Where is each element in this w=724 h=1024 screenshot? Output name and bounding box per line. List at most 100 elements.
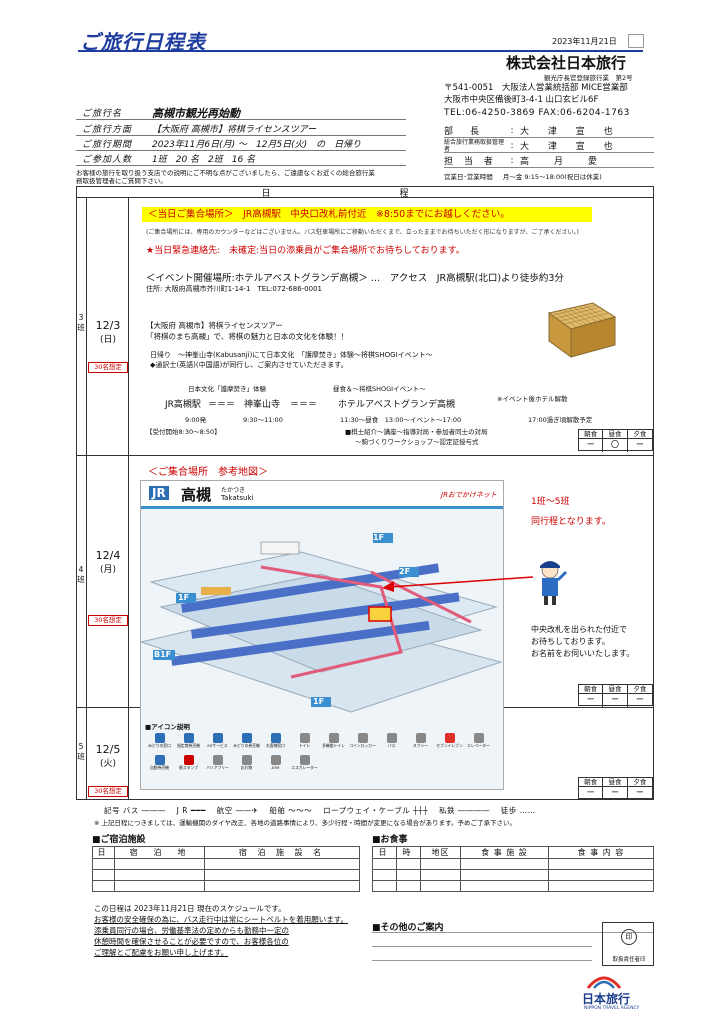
- meal-label: 朝食: [579, 778, 604, 787]
- footer-line: ご理解とご配慮をお願い申し上げます。: [94, 948, 229, 957]
- route-time: 11:30～昼食 13:00～イベント～17:00: [340, 416, 462, 424]
- map-legend-icon: [154, 755, 165, 765]
- rule-line: [372, 932, 654, 933]
- route-stop: 神峯山寺: [244, 400, 281, 410]
- map-legend-icon: [299, 755, 310, 765]
- tour-info-label: ご参加人数: [82, 155, 133, 165]
- table-row: [372, 858, 654, 870]
- staff-value: 大 津 宣 也: [520, 142, 621, 152]
- map-icon-item: 多機能トイレ: [319, 733, 348, 753]
- company-logo-text: 日本旅行: [582, 992, 631, 1006]
- meal-value: ー: [635, 695, 644, 704]
- map-icon-item: タクシー: [406, 733, 435, 753]
- map-legend-icon: [241, 733, 252, 743]
- icon-legend-title: ■アイコン説明: [145, 723, 190, 731]
- day-weekday: (日): [99, 335, 117, 345]
- map-legend-icon: [183, 733, 194, 743]
- tel-fax: TEL:06-4250-3869 FAX:06-6204-1763: [444, 108, 630, 118]
- map-icon-item: EXサービス: [203, 733, 232, 753]
- staff-label: 部 長: [444, 127, 484, 137]
- tour-desc: 日帰り ～神峯山寺(Kabusanji)にて日本文化 「護摩焚き」体験～将棋SH…: [150, 351, 433, 359]
- meal-value: ー: [579, 787, 604, 800]
- station-map: JR 高槻 たかつき Takatsuki JRおでかけネット 1F 2F 1F …: [140, 480, 504, 790]
- nights-badge: 30名想定: [88, 786, 128, 797]
- table-header-row: 日 宿 泊 地 宿 泊 施 設 名: [92, 846, 360, 859]
- map-icon-label: EXサービス: [207, 743, 228, 748]
- map-legend-icon: [386, 733, 397, 743]
- tour-info-value: 【大阪府 高槻市】将棋ライセンスツアー: [152, 125, 317, 135]
- pointer-arrow: [382, 576, 534, 592]
- map-brand: JRおでかけネット: [441, 491, 497, 499]
- wait-note: お名前をお伺いいたします。: [531, 649, 635, 658]
- map-icon-item: ATM: [261, 755, 290, 775]
- map-icon-item: セブンイレブン: [435, 733, 464, 753]
- map-icon-item: エレベーター: [464, 733, 493, 753]
- route-stop: JR高槻駅: [165, 400, 201, 410]
- table-header: 日: [372, 846, 397, 859]
- group-note: 同行程となります。: [531, 517, 611, 527]
- tour-info-row: ご旅行方面 【大阪府 高槻市】将棋ライセンスツアー: [76, 122, 406, 136]
- stamp-box: 印 取扱責任者印: [602, 922, 654, 966]
- staff-colon: :: [510, 125, 514, 136]
- company-logo-icon: [586, 976, 622, 989]
- schedule-header: 日 程: [76, 186, 654, 199]
- table-header: 地区: [420, 846, 461, 859]
- staff-value: 大 津 宣 也: [520, 127, 621, 137]
- staff-label: 担 当 者: [444, 157, 497, 167]
- table-row: [372, 869, 654, 881]
- map-icon-label: エスカレーター: [291, 765, 318, 770]
- table-row: [372, 880, 654, 892]
- map-icon-label: みどりの券売機: [233, 743, 260, 748]
- map-icon-item: バス: [377, 733, 406, 753]
- meals-table: 日 時 地区 食 事 施 設 食 事 内 容: [372, 846, 654, 892]
- map-icon-item: お客様窓口: [261, 733, 290, 753]
- table-header: 時: [396, 846, 421, 859]
- nights-badge: 30名想定: [88, 362, 128, 373]
- meal-value: ー: [579, 439, 604, 452]
- address-line2: 大阪市中央区備後町3-4-1 山口玄ビル6F: [444, 95, 599, 105]
- station-name: 高槻: [181, 486, 212, 504]
- legend-note: ※ 上記日程につきましては、運輸機関のダイヤ改正、各地の道路事情により、多少行程…: [94, 819, 516, 827]
- map-icon-label: 駅スタンプ: [179, 765, 198, 770]
- shogi-board-image: [547, 302, 617, 358]
- tour-info-row: ご旅行名 高槻市観光再始動: [76, 106, 406, 120]
- route-subtitle: 日本文化「護摩焚き」体験: [188, 385, 266, 393]
- transport-legend: 記号 バス ――― J R ━━━ 航空 ――✈ 船舶 〜〜〜 ロープウェイ・ケ…: [104, 806, 536, 815]
- meal-label: 朝食: [579, 685, 604, 694]
- map-legend-icon: [212, 755, 223, 765]
- tour-info-label: ご旅行方面: [82, 125, 133, 135]
- floor-label: 1F: [178, 593, 190, 602]
- map-icon-label: バス: [387, 743, 396, 748]
- accommodation-title: ■ご宿泊施設: [92, 835, 146, 845]
- day-date: 12/3: [95, 319, 121, 332]
- meal-label: 昼食: [603, 430, 628, 439]
- staff-row: 担 当 者 : 高 月 愛: [444, 154, 654, 168]
- meal-label: 夕食: [627, 778, 652, 787]
- meal-table: 朝食 昼食 夕食 ー 〇 ー: [578, 429, 653, 452]
- tour-info-row: ご旅行期間 2023年11月6日(月) ～ 12月5日(火) の 日帰り: [76, 137, 406, 151]
- footer-line: お客様の安全確保の為に、バス走行中は常にシートベルトを着用願います。: [94, 915, 349, 924]
- hours-value: 月～金 9:15～18:00(祝日は休業): [502, 173, 602, 181]
- floor-label: 1F: [313, 697, 325, 706]
- map-icon-item: みどりの窓口: [145, 733, 174, 753]
- floor-label: 2F: [399, 567, 411, 576]
- map-icon-label: バリアフリー: [206, 765, 229, 770]
- day-date: 12/4: [95, 549, 121, 562]
- map-icon-label: トイレ: [298, 743, 311, 748]
- meal-table: 朝食 昼食 夕食 ー ー ー: [578, 684, 653, 707]
- map-legend-icon: [183, 755, 194, 765]
- reception-time: 【受付開始8:30～8:50】: [146, 428, 221, 436]
- route-time: 9:30～11:00: [243, 416, 283, 424]
- date-box: [628, 34, 644, 48]
- table-header: 食 事 施 設: [460, 846, 549, 859]
- accommodation-table: 日 宿 泊 地 宿 泊 施 設 名: [92, 846, 360, 892]
- route-arrow: ＝＝＝: [290, 400, 318, 410]
- company-logo-sub: NIPPON TRAVEL AGENCY: [584, 1006, 640, 1011]
- day-weekday: (月): [99, 565, 117, 575]
- meal-label: 夕食: [627, 685, 652, 694]
- business-hours: 営業日･営業時間 月～金 9:15～18:00(祝日は休業): [444, 171, 602, 181]
- meal-label: 夕食: [627, 430, 652, 439]
- rule-line: [372, 960, 592, 961]
- map-icon-label: コインロッカー: [349, 743, 376, 748]
- schedule-box: [76, 186, 654, 800]
